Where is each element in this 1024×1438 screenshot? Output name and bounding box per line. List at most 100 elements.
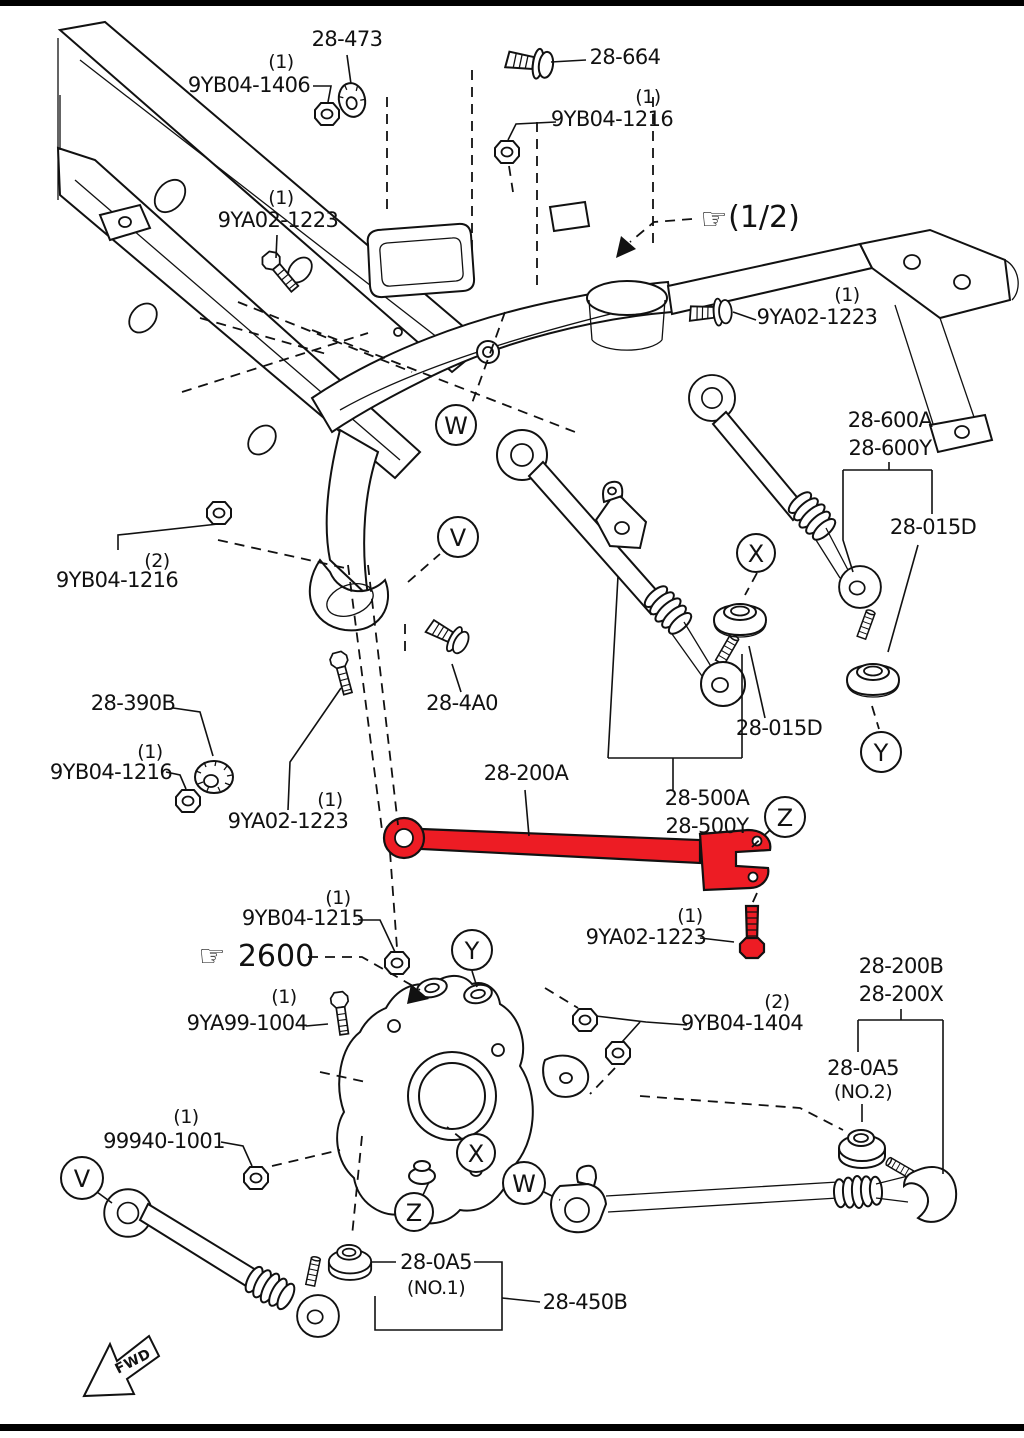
highlighted-arm-28-200a xyxy=(382,816,772,892)
callout-letter: Y xyxy=(873,739,889,767)
label-no2: (NO.2) xyxy=(834,1081,892,1103)
label-28-015d-right: 28-015D xyxy=(890,515,976,539)
nut-9yb04-1404-b xyxy=(605,1041,631,1065)
label-ref-2600: 2600 xyxy=(238,939,314,974)
label-28-500a: 28-500A xyxy=(665,786,751,810)
label-backing xyxy=(398,1250,474,1272)
qty-marker: (1) xyxy=(137,741,162,763)
callout-letter: V xyxy=(450,524,467,552)
callout-y1: Y xyxy=(860,731,902,773)
label-28-664: 28-664 xyxy=(590,45,661,69)
nut-9yb04-1215 xyxy=(384,951,410,975)
label-9yb04-1404: 9YB04-1404 xyxy=(681,1011,804,1035)
label-ref-1-2: (1/2) xyxy=(728,200,800,235)
subframe-art xyxy=(56,20,1019,632)
nut-99940-1001 xyxy=(243,1166,269,1190)
ball-socket xyxy=(700,661,746,707)
qty-marker: (1) xyxy=(317,789,342,811)
label-9ya02-1223-topleft: 9YA02-1223 xyxy=(218,208,339,232)
nut-9yb04-1216-top xyxy=(494,140,520,164)
knuckle-art xyxy=(336,975,590,1225)
callout-y2: Y xyxy=(451,929,493,971)
label-28-015d-left: 28-015D xyxy=(736,716,822,740)
callout-w2: W xyxy=(502,1161,546,1205)
callout-letter: X xyxy=(468,1140,484,1168)
lower-right-link xyxy=(550,1156,958,1234)
label-28-390b: 28-390B xyxy=(91,691,176,715)
bushing-28-0a5-no1 xyxy=(327,1244,373,1281)
qty-marker: (1) xyxy=(677,905,702,927)
qty-marker: (1) xyxy=(173,1106,198,1128)
nut-9yb04-1216-low xyxy=(175,789,201,813)
leader-lines xyxy=(96,54,944,1331)
bolt-9ya02-1223-lowleft xyxy=(327,649,357,697)
label-99940-1001: 99940-1001 xyxy=(103,1129,225,1153)
bushing-28-0a5-no2 xyxy=(838,1129,886,1169)
bottom-border xyxy=(0,1424,1024,1431)
label-28-200a: 28-200A xyxy=(484,761,570,785)
lower-left-arm xyxy=(103,1188,340,1338)
ball-socket xyxy=(838,565,882,609)
upper-lateral-arm-28-500 xyxy=(496,429,746,707)
qty-marker: (1) xyxy=(834,284,859,306)
callout-letter: V xyxy=(74,1165,91,1193)
callout-letter: X xyxy=(748,540,764,568)
label-9yb04-1406: 9YB04-1406 xyxy=(188,73,311,97)
callout-z2: Z xyxy=(394,1192,434,1232)
dashed-lines xyxy=(181,70,880,1237)
bolt-28-4a0 xyxy=(421,612,474,659)
callout-letter: W xyxy=(512,1170,536,1198)
dust-boot-28-015d-left xyxy=(713,603,767,638)
label-9ya99-1004: 9YA99-1004 xyxy=(187,1011,308,1035)
label-28-500y: 28-500Y xyxy=(665,814,749,838)
callout-v1: V xyxy=(437,516,479,558)
dust-boot-28-015d-right xyxy=(846,663,900,698)
label-9yb04-1216-mid: 9YB04-1216 xyxy=(56,568,179,592)
ball-socket xyxy=(296,1294,340,1338)
ball-stud xyxy=(714,632,741,666)
fwd-direction-arrow: FWD xyxy=(82,1334,161,1398)
qty-marker: (2) xyxy=(764,991,789,1013)
label-28-200x: 28-200X xyxy=(859,982,944,1006)
callout-letter: Y xyxy=(464,937,480,965)
label-28-600y: 28-600Y xyxy=(848,436,932,460)
label-9ya02-1223-red: 9YA02-1223 xyxy=(586,925,707,949)
label-28-0a5-no2: 28-0A5 xyxy=(827,1056,899,1080)
label-28-600a: 28-600A xyxy=(848,408,934,432)
highlighted-bolt-9ya02-1223 xyxy=(738,904,766,960)
qty-marker: (1) xyxy=(271,986,296,1008)
nut-9yb04-1406 xyxy=(314,102,340,126)
pointer-arrowhead-1-2 xyxy=(616,236,636,258)
part-labels: 28-473 (1) 9YB04-1406 28-664 (1) 9YB04-1… xyxy=(50,27,977,1314)
pointer-arrowhead-2600 xyxy=(407,984,429,1004)
hand-icon: ☞ xyxy=(701,202,728,237)
ball-stud xyxy=(856,608,877,640)
callout-x1: X xyxy=(736,533,776,573)
label-28-450b: 28-450B xyxy=(543,1290,628,1314)
top-border xyxy=(0,0,1024,6)
qty-marker: (1) xyxy=(325,887,350,909)
qty-marker: (2) xyxy=(144,550,169,572)
qty-marker: (1) xyxy=(635,86,660,108)
qty-marker: (1) xyxy=(268,187,293,209)
label-9ya02-1223-lowleft: 9YA02-1223 xyxy=(228,809,349,833)
label-9ya02-1223-right: 9YA02-1223 xyxy=(757,305,878,329)
ball-stud xyxy=(305,1255,322,1287)
callout-letter: W xyxy=(444,412,468,440)
label-9yb04-1216-low: 9YB04-1216 xyxy=(50,760,173,784)
qty-marker: (1) xyxy=(268,51,293,73)
callout-z1: Z xyxy=(764,796,806,838)
callout-letter: Z xyxy=(406,1199,422,1227)
bolt-28-664 xyxy=(503,43,556,82)
nut-9yb04-1216-mid xyxy=(206,501,232,525)
callout-v2: V xyxy=(60,1156,104,1200)
label-28-4a0: 28-4A0 xyxy=(426,691,498,715)
callout-w1: W xyxy=(435,404,477,446)
label-28-0a5-no1: 28-0A5 xyxy=(400,1250,472,1274)
washer-28-390b xyxy=(194,760,234,794)
nut-9yb04-1404-a xyxy=(572,1008,598,1032)
hand-icon: ☞ xyxy=(199,939,226,974)
callout-letter: Z xyxy=(777,804,793,832)
